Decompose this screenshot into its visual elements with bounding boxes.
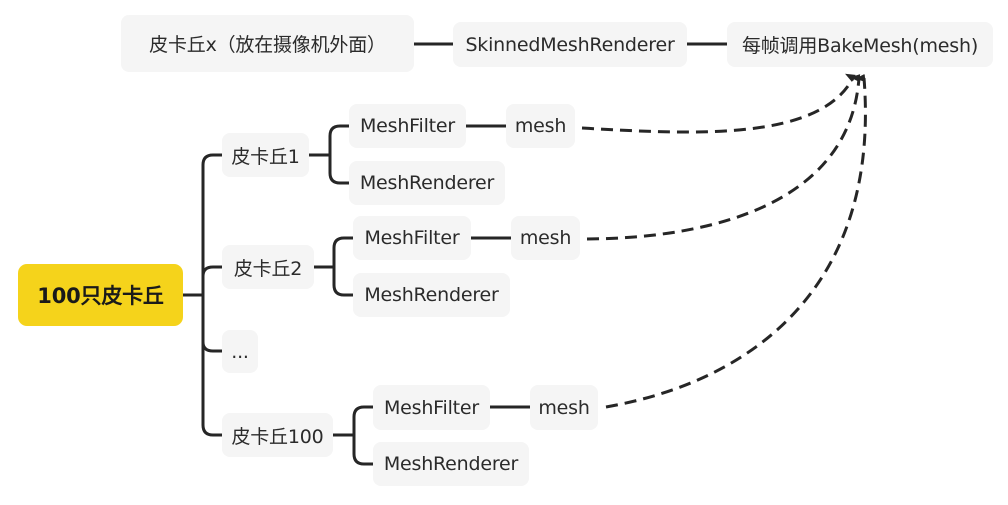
node-meshrenderer-1[interactable]: MeshRenderer — [349, 161, 505, 205]
node-label: 皮卡丘100 — [231, 425, 324, 448]
node-label: MeshFilter — [383, 396, 480, 419]
node-label: MeshRenderer — [383, 453, 519, 475]
connector-p2-bracket — [332, 236, 355, 297]
node-meshfilter-1[interactable]: MeshFilter — [349, 104, 466, 148]
node-label: MeshRenderer — [359, 172, 495, 194]
node-mesh-1[interactable]: mesh — [506, 104, 575, 148]
node-pikachu-x[interactable]: 皮卡丘x（放在摄像机外面） — [121, 15, 414, 72]
node-mesh-2[interactable]: mesh — [511, 216, 580, 260]
node-ellipsis[interactable]: ... — [222, 330, 258, 373]
connector-trunk-child-2 — [201, 265, 224, 278]
node-pikachu-100[interactable]: 皮卡丘100 — [222, 413, 333, 457]
node-label: mesh — [538, 396, 590, 419]
node-label: MeshFilter — [364, 227, 460, 249]
link-p100-mesh-to-bakemesh — [605, 73, 867, 409]
node-meshrenderer-2[interactable]: MeshRenderer — [353, 273, 510, 317]
node-label: 皮卡丘x（放在摄像机外面） — [149, 34, 386, 56]
node-label: SkinnedMeshRenderer — [465, 33, 675, 56]
connector-trunk — [201, 153, 224, 437]
connector-trunk-ellipsis — [201, 340, 224, 353]
node-label: 皮卡丘2 — [233, 257, 303, 280]
link-p2-mesh-to-bakemesh — [586, 74, 861, 241]
node-label: 100只皮卡丘 — [37, 284, 164, 308]
node-label: mesh — [514, 115, 567, 137]
node-label: ... — [231, 340, 249, 363]
link-p1-mesh-to-bakemesh — [581, 73, 856, 134]
node-bakemesh-action[interactable]: 每帧调用BakeMesh(mesh) — [727, 22, 993, 67]
node-pikachu-2[interactable]: 皮卡丘2 — [222, 245, 314, 289]
node-label: 皮卡丘1 — [231, 145, 300, 168]
node-label: MeshRenderer — [364, 284, 499, 306]
node-label: MeshFilter — [359, 115, 456, 137]
node-mesh-100[interactable]: mesh — [530, 385, 598, 430]
connector-p1-bracket — [328, 124, 351, 185]
node-label: 每帧调用BakeMesh(mesh) — [741, 35, 979, 57]
node-meshrenderer-100[interactable]: MeshRenderer — [373, 442, 529, 486]
node-label: mesh — [519, 227, 572, 249]
node-root[interactable]: 100只皮卡丘 — [18, 264, 183, 326]
node-meshfilter-2[interactable]: MeshFilter — [353, 216, 471, 260]
node-meshfilter-100[interactable]: MeshFilter — [373, 385, 490, 430]
node-pikachu-1[interactable]: 皮卡丘1 — [222, 133, 309, 177]
connector-p100-bracket — [352, 405, 375, 466]
node-skinned-mesh-renderer[interactable]: SkinnedMeshRenderer — [453, 22, 687, 67]
